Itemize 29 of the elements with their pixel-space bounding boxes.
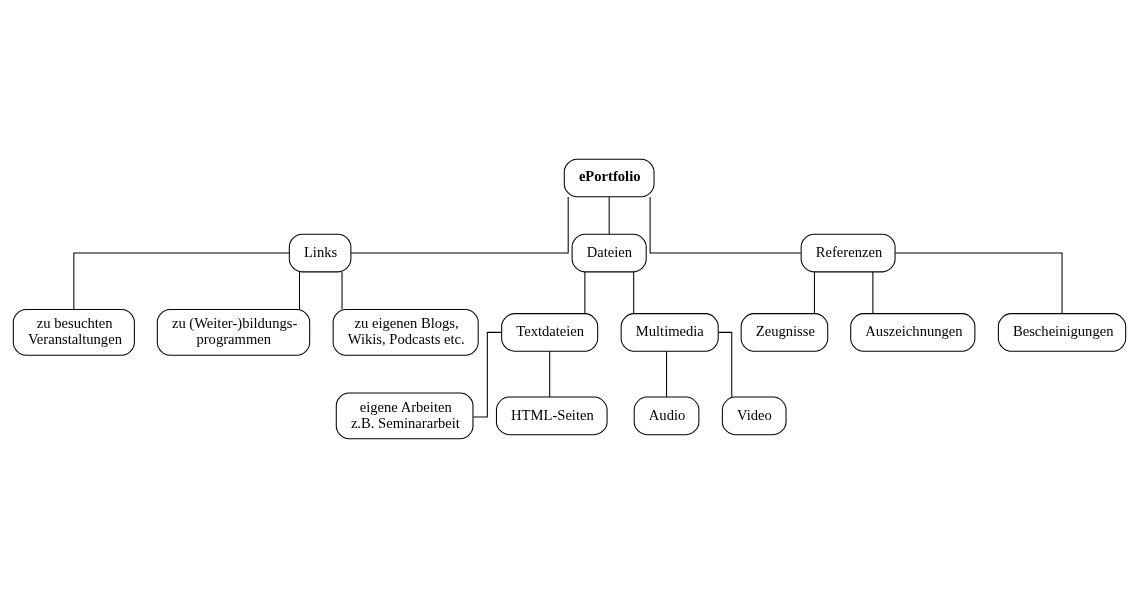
connector <box>584 270 586 314</box>
connector <box>894 252 1063 314</box>
connector <box>666 350 668 397</box>
node-box: Auszeichnungen <box>850 312 976 352</box>
node-box: zu (Weiter-)bildungs- programmen <box>156 308 311 356</box>
connector <box>608 195 610 234</box>
connector <box>633 270 635 314</box>
node-box: Bescheinigungen <box>997 312 1127 352</box>
node-box: HTML-Seiten <box>495 396 608 435</box>
node-box: Textdateien <box>501 312 599 352</box>
node-box: zu besuchten Veranstaltungen <box>12 308 135 356</box>
connector <box>813 270 815 314</box>
node-box: ePortfolio <box>563 158 655 197</box>
node-box: Links <box>288 233 352 272</box>
node-box: Zeugnisse <box>740 312 829 352</box>
node-box: zu eigenen Blogs, Wikis, Podcasts etc. <box>332 308 479 356</box>
connector <box>549 350 551 397</box>
connector <box>341 270 343 310</box>
node-box: Multimedia <box>620 312 719 352</box>
node-box: eigene Arbeiten z.B. Seminararbeit <box>335 391 474 439</box>
connector <box>73 252 290 310</box>
node-box: Video <box>721 396 787 435</box>
connector <box>350 195 569 254</box>
connector <box>872 270 874 314</box>
node-box: Dateien <box>571 233 647 272</box>
node-box: Audio <box>633 396 700 435</box>
node-box: Referenzen <box>800 233 896 272</box>
connector <box>649 195 802 254</box>
connector <box>299 270 300 310</box>
